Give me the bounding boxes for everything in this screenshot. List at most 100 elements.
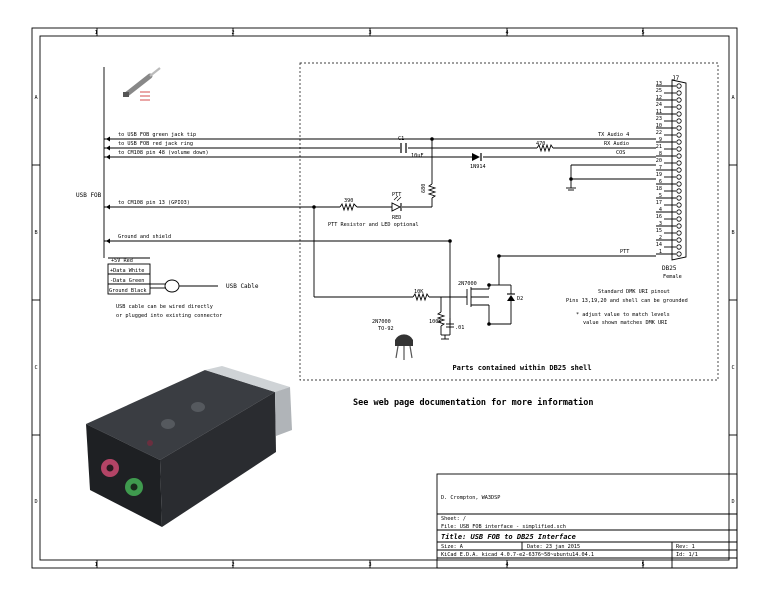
db25-pin-number: 24 (656, 102, 662, 108)
col-label-bottom-5: 5 (641, 562, 644, 568)
arrow-ground (106, 238, 110, 244)
drawing-frame (31, 27, 738, 569)
db25-pin-contact (676, 90, 682, 96)
resistor-r1-value: 470 (536, 141, 545, 147)
usb-pin-ground: Ground Black (109, 288, 147, 294)
capacitor-c2-value: .01 (455, 325, 464, 331)
db25-connector: 1325122411231022921820719618517416315214… (656, 79, 687, 261)
usb-note-line-2: or plugged into existing connector (116, 313, 222, 319)
db25-pin-number: 20 (656, 158, 662, 164)
db25-pin-contact (676, 104, 682, 110)
title-id: Id: 1/1 (676, 552, 698, 558)
gate-drive-wire (313, 207, 467, 302)
db25-pin-number: 10 (656, 123, 662, 129)
capacitor-c2 (441, 318, 454, 340)
db25-pin-number: 21 (656, 144, 662, 150)
connector-ref: J7 (672, 75, 680, 82)
db25-pin-number: 25 (656, 88, 662, 94)
row-label-left-c: C (34, 365, 37, 371)
db25-pin-number: 13 (656, 81, 662, 87)
db25-pin-contact (676, 160, 682, 166)
usb-pin-data-minus: -Data Green (110, 278, 144, 284)
db25-pin-number: 8 (659, 151, 662, 157)
db25-pin-contact (676, 174, 682, 180)
title-sheet: Sheet: / (441, 516, 466, 522)
db25-pin-number: 7 (659, 165, 662, 171)
arrow-rx (106, 145, 110, 151)
db25-pin-contact (676, 83, 682, 89)
col-label-top-4: 4 (505, 30, 508, 36)
wire-ground (104, 240, 451, 328)
row-label-left-a: A (34, 95, 38, 101)
db25-pin-contact (676, 216, 682, 222)
db25-pin-contact (676, 97, 682, 103)
db25-pin-contact (676, 132, 682, 138)
shell-label: Parts contained within DB25 shell (452, 364, 591, 372)
resistor-r2-value: 390 (344, 198, 353, 204)
usb-note-line-1: USB cable can be wired directly (116, 304, 213, 310)
db25-shell-boundary (299, 62, 719, 381)
signal-label-tx: TX Audio 4 (598, 132, 629, 138)
db25-pin-contact (676, 111, 682, 117)
db25-pin-contact (676, 244, 682, 250)
title-date: Date: 23 jan 2015 (527, 544, 580, 550)
db25-body (671, 79, 687, 261)
ground-rail (566, 164, 656, 191)
documentation-note: See web page documentation for more info… (353, 397, 594, 408)
mosfet-part-label: 2N7000 (458, 281, 477, 287)
db25-pin-number: 11 (656, 109, 662, 115)
diode-d1-value: 1N914 (470, 164, 486, 170)
arrow-tx (106, 136, 110, 142)
usb-pin-data-plus: +Data White (110, 268, 144, 274)
diode-d2 (489, 284, 515, 325)
col-label-bottom-4: 4 (505, 562, 508, 568)
col-label-top-3: 3 (368, 30, 371, 36)
resistor-r5-value: 100K (429, 319, 442, 325)
db25-pin-contact (676, 146, 682, 152)
led-ptt (391, 195, 402, 212)
db25-pin-number: 23 (656, 116, 662, 122)
db25-pin-contact (676, 195, 682, 201)
db25-pin-number: 3 (659, 221, 662, 227)
connector-name: DB25 (662, 265, 677, 272)
wire-label-gpio: to CM108 pin 13 (GPIO3) (118, 200, 190, 206)
usb-pin-5v: +5V Red (111, 258, 133, 264)
db25-pin-number: 15 (656, 228, 662, 234)
row-label-right-a: A (731, 95, 735, 101)
to92-package-illustration (395, 334, 413, 360)
usb-sound-card-photo (86, 366, 292, 527)
usb-fob-label: USB FOB (76, 192, 102, 199)
db25-pin-contact (676, 237, 682, 243)
title-file: File: USB FOB interface - simplified.sch (441, 524, 566, 530)
col-label-bottom-1: 1 (94, 562, 97, 568)
db25-pin-number: 5 (659, 193, 662, 199)
signal-label-ptt: PTT (620, 249, 629, 255)
arrow-cos (106, 154, 110, 160)
resistor-r3 (427, 139, 437, 207)
mosfet-q1 (466, 256, 500, 324)
wire-label-rx: to USB FOB red jack ring (118, 141, 193, 147)
db25-pin-number: 12 (656, 95, 662, 101)
title-author: D. Crompton, WA3DSP (441, 495, 500, 501)
db25-pin-number: 18 (656, 186, 662, 192)
frame-labels: 1 2 3 4 5 1 2 3 4 5 A B C D A B C D (34, 30, 735, 568)
resistor-r5 (436, 297, 446, 335)
title-size: Size: A (441, 544, 464, 550)
usb-cable-label: USB Cable (226, 283, 259, 290)
led-ptt-label: PTT (392, 192, 401, 198)
db25-pin-contact (676, 153, 682, 159)
db25-pin-number: 4 (659, 207, 662, 213)
col-label-top-2: 2 (231, 30, 234, 36)
cap-c1-ref: C1 (398, 136, 404, 142)
adjust-note-1: * adjust value to match levels (576, 312, 670, 318)
connector-note-2: Pins 13,19,20 and shell can be grounded (566, 298, 688, 304)
phone-plug-illustration (123, 67, 161, 101)
arrow-gpio (106, 204, 110, 210)
col-label-top-5: 5 (641, 30, 644, 36)
db25-pin-contact (676, 209, 682, 215)
diode-d2-ref: D2 (517, 296, 523, 302)
ptt-optional-note: PTT Resistor and LED optional (328, 222, 419, 228)
db25-pin-contact (676, 181, 682, 187)
wire-label-tx: to USB FOB green jack tip (118, 132, 196, 138)
